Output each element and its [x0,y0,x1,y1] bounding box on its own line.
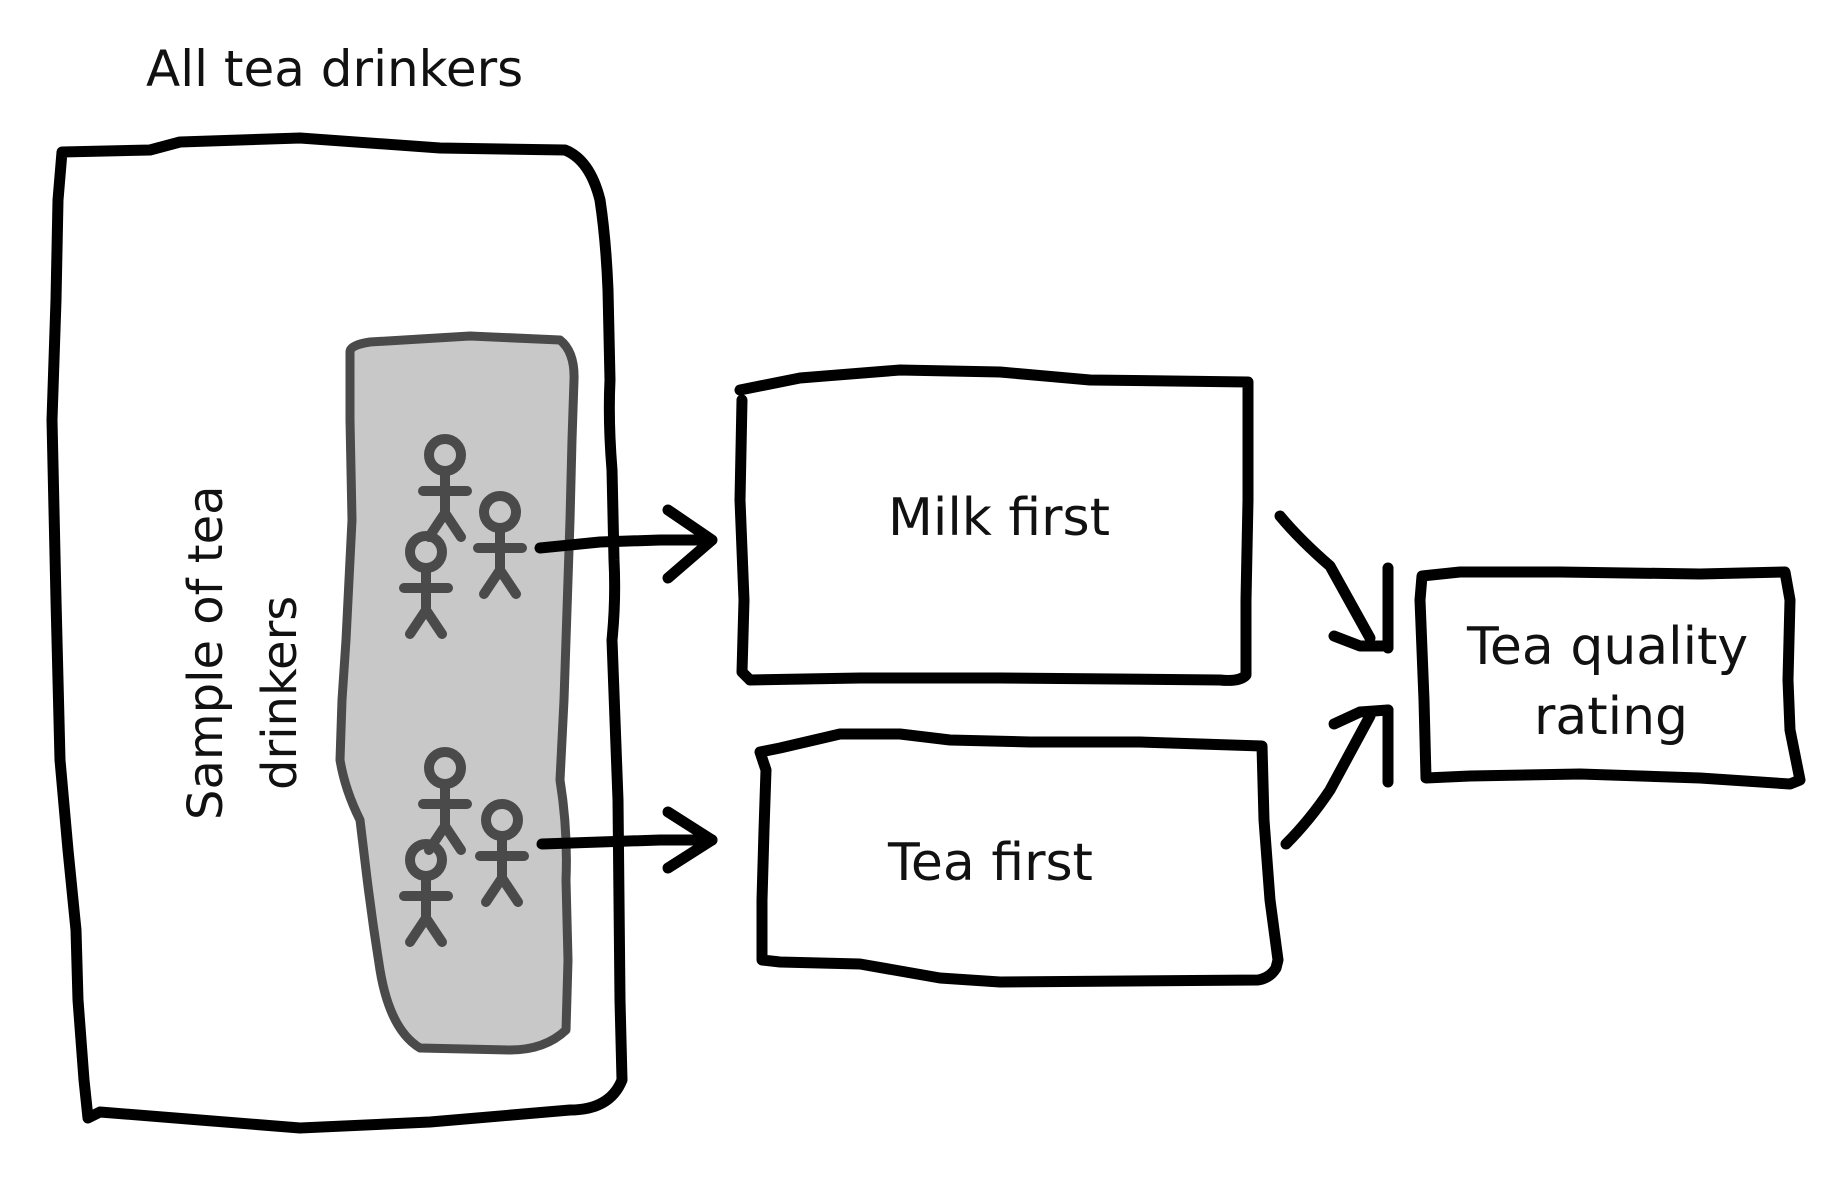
tea-first-label: Tea first [887,833,1093,893]
svg-text:drinkers: drinkers [252,596,308,790]
stick-figure-person-icon [399,531,453,639]
tea-quality-rating-box [1414,566,1806,790]
arrow-tea-to-outcome [1280,704,1394,850]
people-group-upper [399,434,527,639]
milk-first-box [734,364,1254,686]
tea-first-box [754,728,1284,988]
people-group-lower [399,747,529,947]
stick-figure-person-icon [473,491,527,599]
stick-figure-person-icon [475,799,529,907]
outcome-label-line1: Tea quality [1466,617,1748,677]
arrow-milk-to-outcome [1274,510,1394,654]
population-label: All tea drinkers [146,40,523,98]
outcome-label-line2: rating [1534,687,1688,747]
arrow-to-milk-first [534,504,718,584]
svg-text:Sample of tea: Sample of tea [178,485,234,820]
stick-figure-person-icon [418,434,472,542]
sample-label: Sample of tea drinkers [178,485,308,820]
arrow-to-tea-first [536,806,718,874]
stick-figure-person-icon [418,747,472,855]
population-box [46,132,628,1134]
milk-first-label: Milk first [888,488,1110,548]
stick-figure-person-icon [399,839,453,947]
